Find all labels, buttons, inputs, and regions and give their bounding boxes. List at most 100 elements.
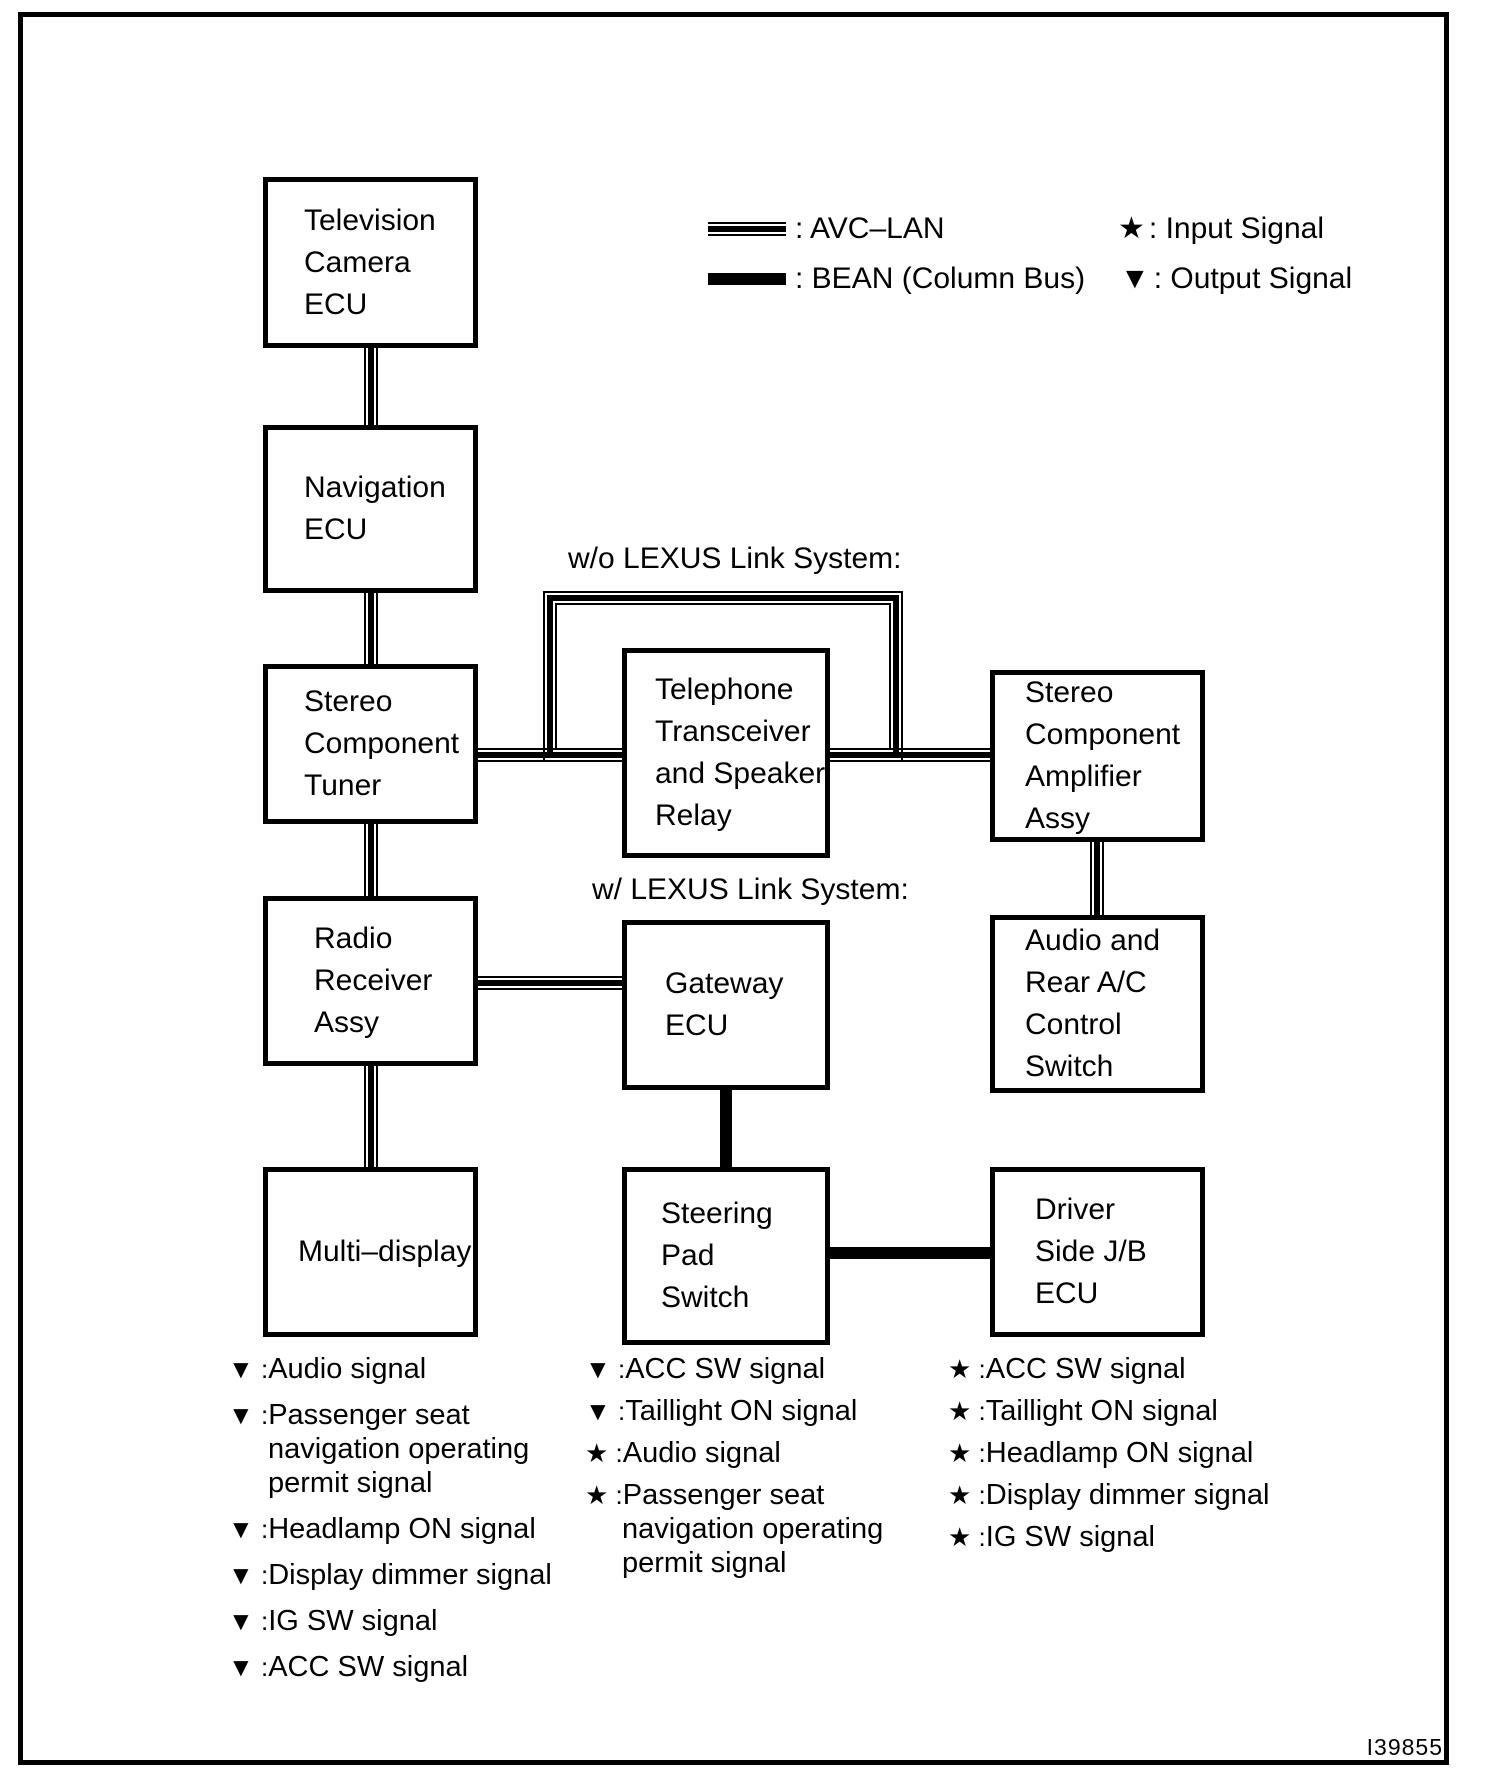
- node-label-line: Television: [304, 203, 436, 237]
- connector-avc-radio-multidisplay: [364, 1058, 378, 1175]
- star-icon: ★ :: [948, 1354, 986, 1384]
- node-label-line: ECU: [304, 287, 368, 321]
- output-triangle-icon: ▼ :: [228, 1652, 269, 1682]
- node-label-line: and Speaker: [655, 757, 826, 790]
- node-label-line: Component: [304, 727, 460, 760]
- node-label-line: Radio: [314, 922, 393, 955]
- output-triangle-icon: ▼ :: [228, 1514, 269, 1544]
- connector-bean-gateway-steering: [720, 1082, 732, 1175]
- connector-avc-tvcamera-navigation: [364, 340, 378, 432]
- legend-avc-label: : AVC–LAN: [795, 212, 945, 245]
- without-lexus-link-label: w/o LEXUS Link System:: [568, 542, 902, 575]
- star-icon: ★ :: [948, 1396, 986, 1426]
- with-lexus-link-label: w/ LEXUS Link System:: [592, 873, 909, 906]
- node-television-camera-ecu: Television Camera ECU: [263, 177, 478, 348]
- node-navigation-ecu: Navigation ECU: [263, 425, 478, 593]
- node-steering-pad-switch: Steering Pad Switch: [622, 1167, 830, 1345]
- signal-list-driver-side-jb-ecu: ★ :ACC SW signal ★ :Taillight ON signal …: [948, 1352, 1269, 1554]
- figure-id: I39855: [1366, 1734, 1443, 1760]
- node-label-line: Multi–display: [298, 1235, 472, 1268]
- signal-row-continuation: permit signal: [268, 1467, 433, 1499]
- node-label-line: Stereo: [1025, 676, 1114, 709]
- signal-row-continuation: navigation operating: [268, 1433, 530, 1465]
- star-icon: ★ :: [948, 1438, 986, 1468]
- star-icon: ★ :: [948, 1480, 986, 1510]
- signal-row: ▼ :Headlamp ON signal: [228, 1513, 536, 1545]
- connector-avc-radio-gateway: [470, 976, 630, 990]
- bean-line-sample-icon: [708, 273, 786, 285]
- node-label-line: Component: [1025, 718, 1181, 751]
- output-triangle-icon: ▼ :: [228, 1560, 269, 1590]
- signal-row: ▼ :ACC SW signal: [228, 1651, 469, 1683]
- signal-row: ▼ :Taillight ON signal: [585, 1395, 858, 1427]
- node-stereo-component-amplifier-assy: Stereo Component Amplifier Assy: [990, 670, 1205, 842]
- connector-avc-tuner-radio: [364, 816, 378, 904]
- node-label-line: ECU: [304, 513, 368, 546]
- node-telephone-transceiver-speaker-relay: Telephone Transceiver and Speaker Relay: [622, 648, 830, 858]
- connector-avc-amplifier-audiorearac: [1090, 835, 1104, 922]
- node-driver-side-jb-ecu: Driver Side J/B ECU: [990, 1167, 1205, 1337]
- node-label-line: Switch: [1025, 1050, 1114, 1083]
- node-stereo-component-tuner: Stereo Component Tuner: [263, 664, 478, 824]
- avc-lan-line-sample-icon: [708, 222, 786, 236]
- node-label-line: Switch: [661, 1281, 750, 1314]
- signal-row: ★ :Audio signal: [585, 1437, 781, 1469]
- node-label-line: ECU: [1035, 1277, 1099, 1310]
- node-audio-rear-ac-control-switch: Audio and Rear A/C Control Switch: [990, 915, 1205, 1093]
- star-icon: ★ :: [585, 1480, 623, 1510]
- signal-list-steering-pad-switch: ▼ :ACC SW signal ▼ :Taillight ON signal …: [585, 1352, 883, 1580]
- node-label-line: Camera: [304, 245, 411, 279]
- node-gateway-ecu: Gateway ECU: [622, 920, 830, 1090]
- node-radio-receiver-assy: Radio Receiver Assy: [263, 896, 478, 1066]
- signal-row: ★ :Headlamp ON signal: [948, 1437, 1254, 1469]
- node-label-line: Stereo: [304, 685, 393, 718]
- node-label-line: Tuner: [304, 769, 382, 802]
- star-icon: ★: [1118, 212, 1145, 245]
- connector-bean-steering-driverjb: [825, 1247, 1003, 1259]
- node-label-line: Telephone: [655, 673, 794, 706]
- node-label-line: Side J/B: [1035, 1235, 1147, 1268]
- node-label-line: Steering: [661, 1197, 773, 1230]
- legend-input-label: : Input Signal: [1148, 212, 1325, 245]
- node-label-line: Receiver: [314, 964, 433, 997]
- signal-row: ▼ :ACC SW signal: [585, 1353, 826, 1385]
- node-label-line: Amplifier: [1025, 760, 1142, 793]
- star-icon: ★ :: [948, 1522, 986, 1552]
- connector-avc-navigation-tuner: [364, 585, 378, 672]
- signal-row-continuation: permit signal: [622, 1547, 787, 1579]
- legend-output-row: ▼: Output Signal: [1120, 263, 1352, 295]
- node-label-line: ECU: [665, 1009, 729, 1042]
- signal-row: ▼ :IG SW signal: [228, 1605, 438, 1637]
- diagram-border-frame: [18, 12, 1449, 1765]
- node-label-line: Navigation: [304, 471, 446, 504]
- node-label-line: Pad: [661, 1239, 715, 1272]
- node-label-line: Assy: [314, 1006, 380, 1039]
- legend-bean-label: : BEAN (Column Bus): [795, 262, 1086, 295]
- star-icon: ★ :: [585, 1438, 623, 1468]
- signal-row: ★ :ACC SW signal: [948, 1353, 1186, 1385]
- signal-row: ▼ :Passenger seat: [228, 1399, 470, 1431]
- output-triangle-icon: ▼ :: [228, 1354, 269, 1384]
- signal-row-continuation: navigation operating: [622, 1513, 884, 1545]
- node-label-line: Control: [1025, 1008, 1122, 1041]
- node-label-line: Relay: [655, 799, 732, 832]
- signal-row: ★ :Passenger seat: [585, 1479, 825, 1511]
- node-label-line: Rear A/C: [1025, 966, 1147, 999]
- output-triangle-icon: ▼ :: [228, 1606, 269, 1636]
- output-triangle-icon: ▼ :: [228, 1400, 269, 1430]
- node-label-line: Assy: [1025, 802, 1091, 835]
- node-label-line: Gateway: [665, 967, 784, 1000]
- signal-row: ★ :Display dimmer signal: [948, 1479, 1270, 1511]
- signal-row: ★ :IG SW signal: [948, 1521, 1155, 1553]
- node-multi-display: Multi–display: [263, 1167, 478, 1337]
- output-triangle-icon: ▼ :: [585, 1396, 626, 1426]
- signal-list-multi-display: ▼ :Audio signal ▼ :Passenger seat naviga…: [228, 1352, 552, 1684]
- legend-output-label: : Output Signal: [1153, 262, 1353, 295]
- node-label-line: Driver: [1035, 1193, 1115, 1226]
- legend-input-row: ★: Input Signal: [1118, 213, 1324, 245]
- node-label-line: Transceiver: [655, 715, 811, 748]
- signal-row: ★ :Taillight ON signal: [948, 1395, 1218, 1427]
- node-label-line: Audio and: [1025, 924, 1161, 957]
- signal-row: ▼ :Audio signal: [228, 1353, 427, 1385]
